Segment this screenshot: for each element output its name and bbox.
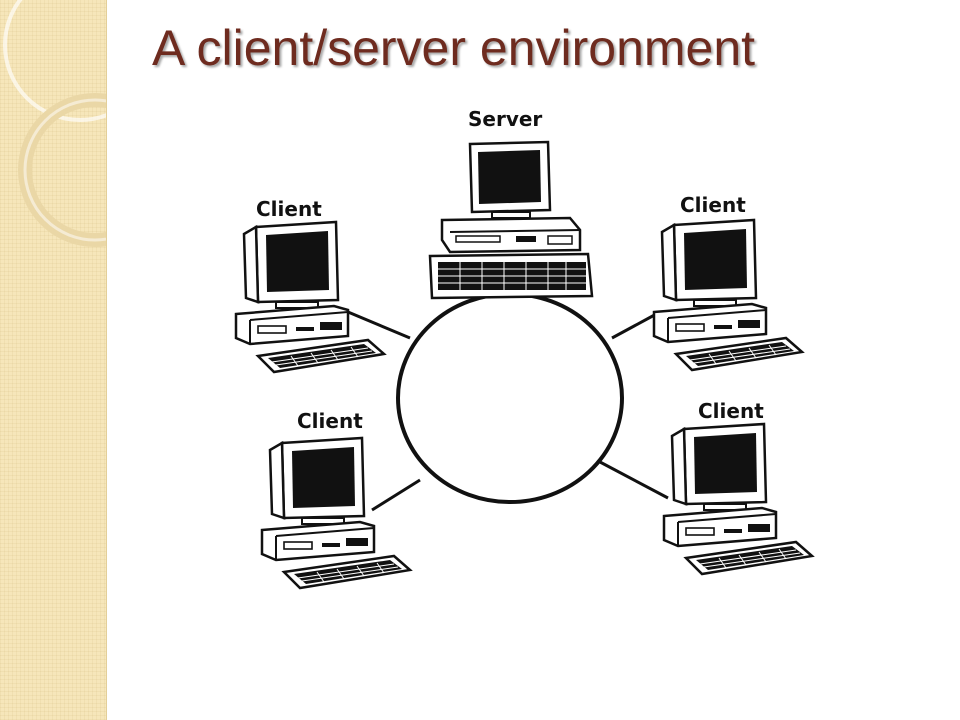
desktop-computer-icon [662, 422, 814, 576]
client-node-bottom-left [260, 436, 412, 590]
link-bottom-left [371, 478, 421, 512]
slide-title: A client/server environment [152, 20, 756, 76]
network-ring [396, 292, 624, 504]
link-top-left [347, 310, 411, 340]
network-links [347, 310, 669, 512]
client-label-bottom-right: Client [698, 399, 764, 423]
client-node-top-left [234, 220, 386, 374]
client-node-top-right [652, 218, 804, 372]
desktop-computer-icon [260, 436, 412, 590]
decorative-sidebar [0, 0, 107, 720]
desktop-computer-icon [652, 218, 804, 372]
client-node-bottom-right [662, 422, 814, 576]
link-top-right [611, 310, 661, 340]
decorative-circles-icon [3, 0, 106, 247]
server-node [428, 140, 594, 300]
server-label: Server [468, 107, 542, 131]
link-bottom-right [599, 460, 669, 500]
desktop-computer-icon [234, 220, 386, 374]
server-computer-icon [428, 140, 594, 300]
client-label-top-left: Client [256, 197, 322, 221]
client-label-bottom-left: Client [297, 409, 363, 433]
client-label-top-right: Client [680, 193, 746, 217]
